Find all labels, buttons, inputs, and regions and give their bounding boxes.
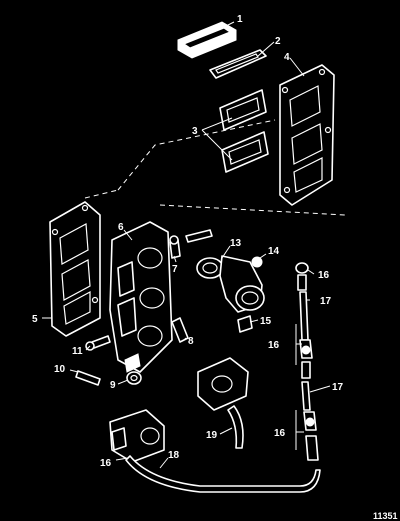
- hose-column: [295, 262, 319, 461]
- part-3-reed-plates: [219, 89, 269, 173]
- part-11-bolt: [85, 335, 111, 351]
- part-15-clip: [237, 315, 253, 333]
- part-4-manifold-gasket: [279, 64, 335, 206]
- bolt-near-13: [185, 229, 213, 243]
- callout-4: 4: [284, 52, 290, 63]
- callout-9: 9: [110, 380, 116, 391]
- thermostat-cover: [197, 357, 249, 411]
- alignment-lines: [84, 119, 346, 216]
- callout-10: 10: [54, 364, 66, 375]
- part-5-gasket: [49, 201, 101, 337]
- callout-16-middle: 16: [268, 340, 280, 351]
- drawing-number: 11351: [373, 511, 398, 521]
- part-14-nut: [251, 256, 263, 268]
- part-13-elbow: [196, 255, 265, 313]
- callout-11: 11: [72, 346, 83, 357]
- part-18-hose: [125, 455, 321, 493]
- callout-19: 19: [206, 430, 218, 441]
- callouts: 1 2 3 4 5 6 7 8 9 10 11 13 14 15 16 16 1…: [32, 14, 344, 469]
- callout-5: 5: [32, 314, 38, 325]
- part-7-screw: [169, 235, 181, 259]
- part-9-grommet: [126, 371, 142, 385]
- callout-15: 15: [260, 316, 272, 327]
- part-19-hose: [227, 405, 244, 449]
- part-1-cover: [177, 21, 237, 59]
- callout-16-lower: 16: [274, 428, 286, 439]
- part-10-pin: [75, 370, 101, 386]
- callout-16-bottom: 16: [100, 458, 112, 469]
- callout-2: 2: [275, 36, 281, 47]
- callout-13: 13: [230, 238, 242, 249]
- callout-17-top: 17: [320, 296, 332, 307]
- callout-6: 6: [118, 222, 124, 233]
- part-6-housing: [109, 221, 173, 373]
- lower-housing: [109, 409, 165, 463]
- callout-8: 8: [188, 336, 194, 347]
- callout-18: 18: [168, 450, 180, 461]
- callout-14: 14: [268, 246, 280, 257]
- part-8-screw: [171, 317, 189, 343]
- part-2-gasket: [209, 49, 267, 79]
- callout-3: 3: [192, 126, 198, 137]
- callout-16-top: 16: [318, 270, 330, 281]
- callout-1: 1: [237, 14, 243, 25]
- callout-7: 7: [172, 264, 178, 275]
- callout-17-lower: 17: [332, 382, 344, 393]
- leader-lines: [42, 21, 331, 469]
